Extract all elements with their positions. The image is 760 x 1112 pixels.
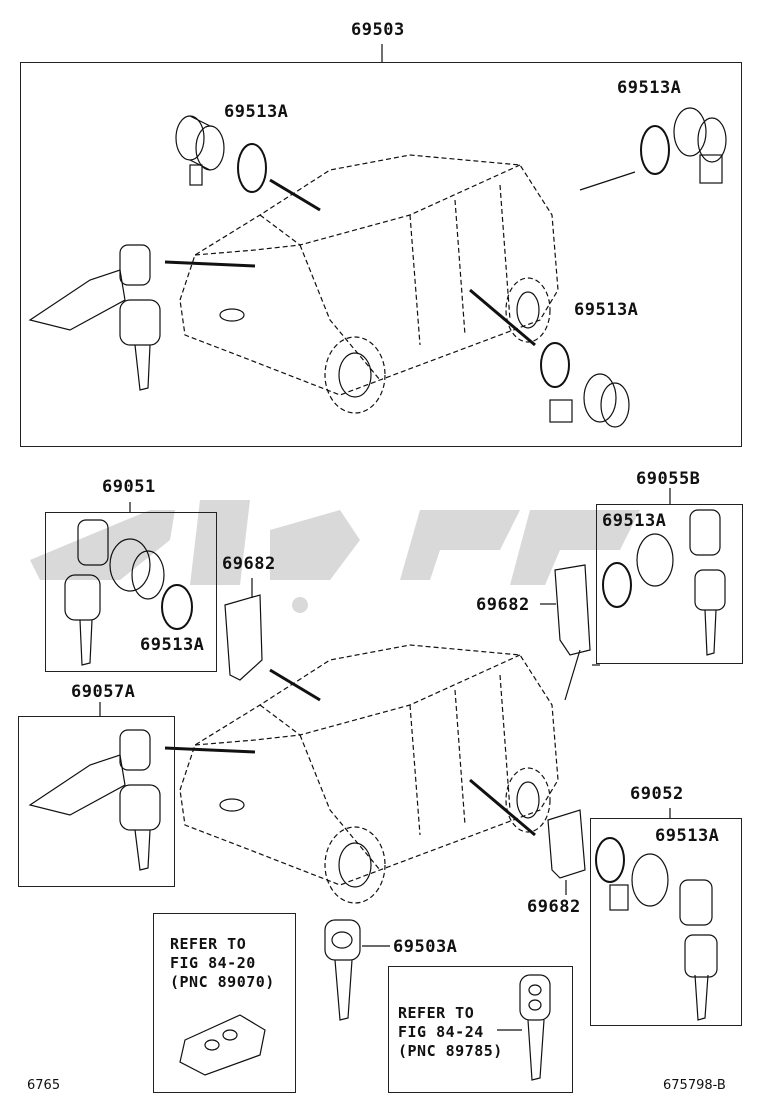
lock-set-69055b-illustration bbox=[602, 509, 726, 656]
note-refer-remote: REFER TO FIG 84-20 (PNC 89070) bbox=[170, 935, 275, 991]
lock-set-69051-illustration bbox=[64, 519, 193, 666]
transponder-key-illustration bbox=[519, 974, 551, 1081]
lock-cylinder-top-rear bbox=[540, 342, 630, 428]
part-label-69513a-69052[interactable]: 69513A bbox=[655, 826, 720, 846]
lock-set-69052-illustration bbox=[595, 837, 718, 1021]
part-label-69055b[interactable]: 69055B bbox=[636, 469, 701, 489]
part-label-69513a-top-right[interactable]: 69513A bbox=[617, 78, 682, 98]
part-label-69513a-69051[interactable]: 69513A bbox=[140, 635, 205, 655]
note-refer-transponder-key: REFER TO FIG 84-24 (PNC 89785) bbox=[398, 1004, 503, 1060]
key-blank-illustration bbox=[324, 919, 361, 1021]
watermark-logo bbox=[30, 500, 640, 613]
remote-fob-illustration bbox=[179, 1014, 266, 1076]
part-label-69682-left[interactable]: 69682 bbox=[222, 554, 276, 574]
part-label-69513a-top-left[interactable]: 69513A bbox=[224, 102, 289, 122]
lock-cylinder-top-left bbox=[175, 115, 267, 193]
part-label-69503[interactable]: 69503 bbox=[351, 20, 405, 40]
vehicle-illustration-bottom bbox=[179, 644, 559, 886]
footer-figure-number: 6765 bbox=[27, 1078, 61, 1093]
ignition-and-keys-top bbox=[28, 244, 161, 391]
part-label-69052[interactable]: 69052 bbox=[630, 784, 684, 804]
clip-left bbox=[224, 594, 263, 681]
part-label-69051[interactable]: 69051 bbox=[102, 477, 156, 497]
group-box-69057a bbox=[18, 716, 175, 887]
lock-cylinder-top-right bbox=[640, 107, 727, 184]
clip-right bbox=[554, 564, 591, 656]
group-box-69055b bbox=[596, 504, 743, 664]
footer-drawing-code: 675798-B bbox=[663, 1078, 726, 1093]
vehicle-illustration-top bbox=[179, 154, 559, 396]
part-label-69513a-top-rear[interactable]: 69513A bbox=[574, 300, 639, 320]
part-label-69682-right[interactable]: 69682 bbox=[476, 595, 530, 615]
part-label-69513a-69055b[interactable]: 69513A bbox=[602, 511, 667, 531]
note-box-transponder-key bbox=[388, 966, 573, 1093]
part-label-69057a[interactable]: 69057A bbox=[71, 682, 136, 702]
part-label-69503a[interactable]: 69503A bbox=[393, 937, 458, 957]
lock-set-69057a-illustration bbox=[28, 729, 161, 871]
group-box-69051 bbox=[45, 512, 217, 672]
group-box-69503 bbox=[20, 62, 742, 447]
clip-bottom bbox=[547, 809, 586, 879]
note-box-remote bbox=[153, 913, 296, 1093]
group-box-69052 bbox=[590, 818, 742, 1026]
part-label-69682-bottom[interactable]: 69682 bbox=[527, 897, 581, 917]
